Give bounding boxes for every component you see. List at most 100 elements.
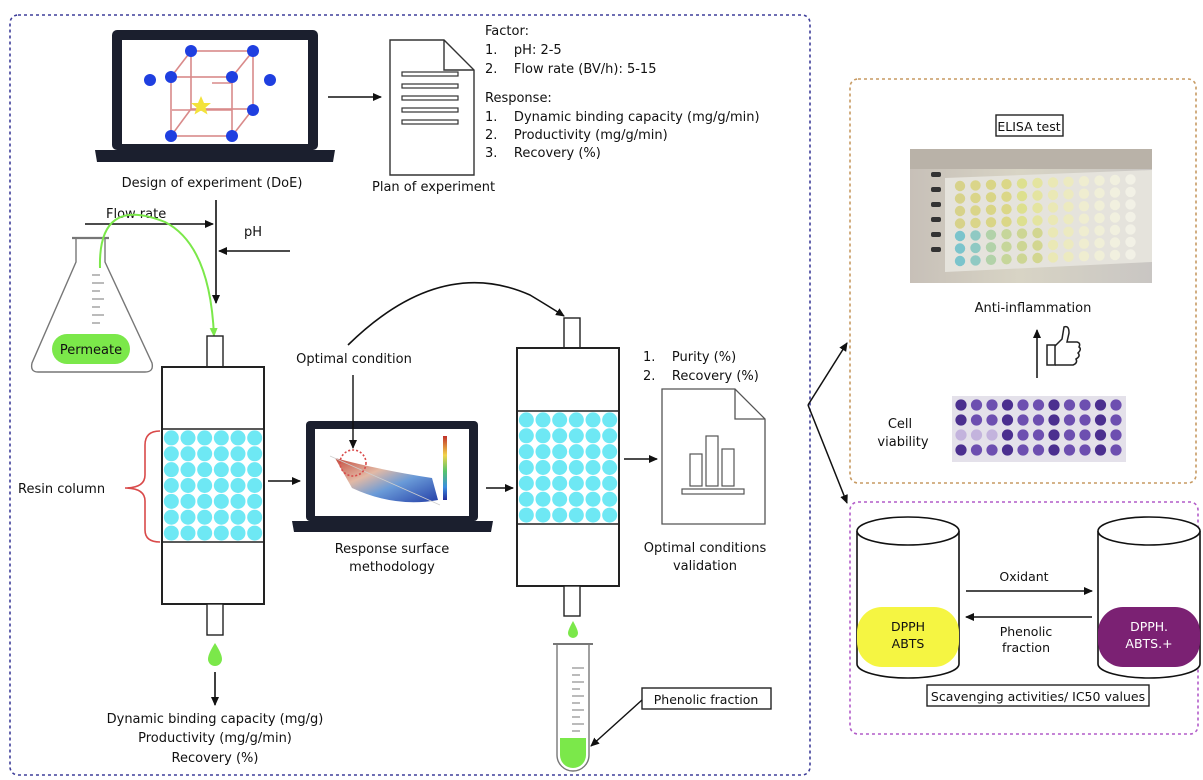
elisa-well — [1094, 212, 1105, 224]
elisa-well — [1047, 227, 1059, 238]
resin-bead — [585, 412, 601, 428]
resin-bead — [180, 462, 196, 478]
viability-well — [955, 399, 967, 411]
elisa-well — [1078, 226, 1090, 237]
elisa-well — [1032, 215, 1043, 226]
resin-bead — [568, 412, 584, 428]
resin-bead — [163, 509, 179, 525]
permeate-feed-line — [98, 213, 218, 337]
elisa-well — [970, 205, 981, 216]
elisa-well — [1047, 202, 1059, 213]
rsm-caption: Response surface — [335, 542, 450, 557]
resin-bead — [180, 478, 196, 493]
viability-well — [1063, 414, 1076, 426]
resin-bead — [213, 446, 229, 462]
elisa-well — [1078, 213, 1090, 224]
resin-bead — [180, 446, 196, 462]
resin-bead — [247, 478, 263, 493]
permeate-label: Permeate — [60, 343, 122, 358]
resin-bead — [197, 525, 213, 541]
permeate-flask — [30, 236, 154, 373]
resin-bead — [568, 460, 584, 475]
scavenging-title: Scavenging activities/ IC50 values — [931, 689, 1145, 704]
elisa-well — [1016, 215, 1028, 227]
resin-bead — [568, 428, 584, 444]
elisa-well — [1125, 249, 1136, 260]
viability-well — [970, 429, 983, 441]
elisa-well — [954, 193, 966, 204]
elisa-well — [1063, 189, 1074, 200]
viability-well — [1079, 429, 1091, 441]
dpph-radical-label: DPPH. — [1130, 619, 1168, 634]
resin-bead — [197, 446, 213, 462]
elisa-well — [1001, 179, 1012, 190]
elisa-well — [1109, 249, 1121, 261]
resin-bead — [535, 428, 551, 444]
response-title: Response: — [485, 91, 552, 106]
viability-well — [986, 429, 998, 441]
resin-bead — [180, 430, 196, 446]
elisa-well — [1047, 189, 1059, 201]
elisa-well — [970, 180, 981, 191]
resin-bead — [568, 491, 584, 507]
resin-bead — [213, 462, 229, 478]
viability-well — [955, 444, 967, 456]
elisa-well — [1125, 199, 1136, 210]
column-output-line: Dynamic binding capacity (mg/g) — [107, 712, 324, 727]
abts-label: ABTS — [892, 636, 925, 651]
elisa-well — [954, 180, 966, 192]
elisa-well — [1063, 201, 1074, 212]
elisa-frame — [849, 78, 1197, 484]
resin-bead — [602, 444, 618, 460]
doe-caption: Design of experiment (DoE) — [122, 176, 303, 191]
arrow-to-scavenging — [807, 404, 848, 504]
elisa-well — [1125, 186, 1136, 198]
elisa-well — [985, 179, 997, 190]
viability-well — [1001, 444, 1014, 456]
phenolic-fraction-box — [641, 687, 772, 710]
viability-well — [1017, 444, 1029, 456]
resin-bead — [568, 444, 584, 460]
resin-bead — [602, 460, 618, 475]
resin-bead — [213, 478, 229, 493]
resin-bead — [230, 430, 246, 446]
viability-well — [1017, 399, 1029, 411]
resin-bead — [552, 444, 568, 460]
resin-bead — [602, 491, 618, 507]
resin-bead — [247, 430, 263, 446]
ph-label: pH — [244, 225, 262, 240]
resin-bead — [230, 509, 246, 525]
resin-bead — [568, 507, 584, 523]
elisa-well — [970, 255, 981, 266]
elisa-well — [954, 255, 966, 267]
cell-viability-label: Cell — [888, 417, 912, 432]
elisa-well — [1109, 224, 1121, 236]
viability-well — [1063, 399, 1076, 411]
resin-bead — [518, 460, 534, 475]
resin-bead — [247, 446, 263, 462]
elisa-well — [1125, 174, 1136, 185]
elisa-well — [1063, 226, 1074, 237]
resin-bead — [518, 412, 534, 428]
resin-bead — [518, 491, 534, 507]
elisa-well — [1063, 251, 1074, 262]
elisa-well — [1125, 224, 1136, 235]
elisa-well — [970, 192, 981, 204]
viability-well — [1001, 399, 1014, 411]
elisa-well — [1001, 229, 1012, 240]
plan-document-icon — [389, 39, 475, 176]
viability-well — [1048, 399, 1060, 411]
resin-bead — [163, 446, 179, 462]
elisa-well — [970, 230, 981, 241]
elisa-well — [1016, 228, 1028, 239]
elisa-well — [954, 243, 966, 254]
resin-bead — [518, 475, 534, 491]
response-item: 3. Recovery (%) — [485, 146, 601, 161]
elisa-well — [985, 192, 997, 203]
elisa-well — [1125, 236, 1136, 248]
elisa-well — [1016, 253, 1028, 264]
abts-radical-label: ABTS.+ — [1125, 636, 1172, 651]
elisa-well — [1001, 241, 1012, 252]
resin-bead — [180, 525, 196, 541]
resin-bead — [163, 525, 179, 541]
